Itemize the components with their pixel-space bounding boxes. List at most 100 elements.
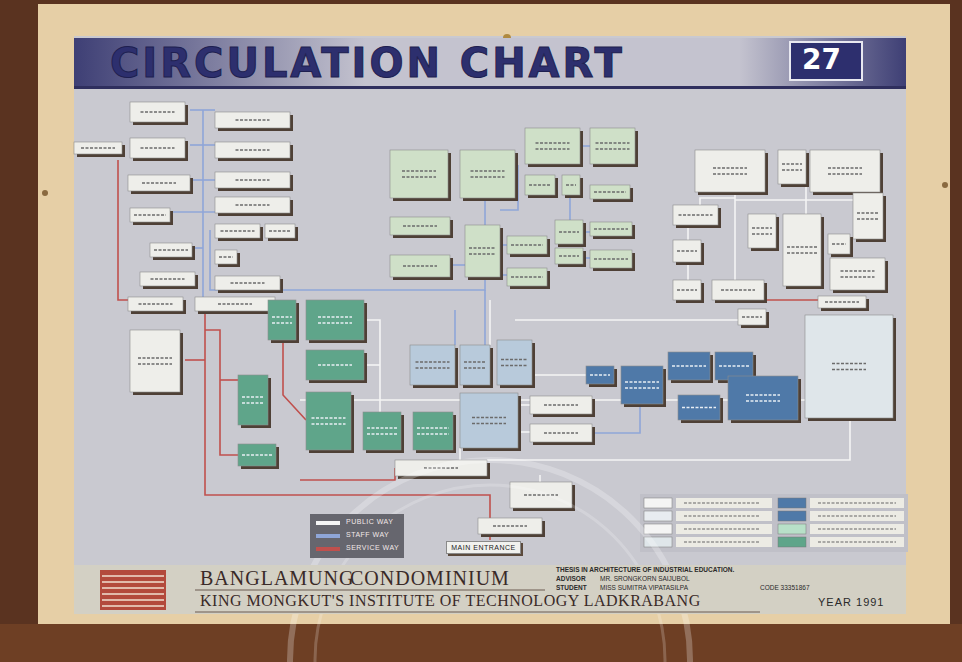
pin (942, 182, 948, 188)
circulation-line (190, 179, 215, 181)
illegible-thai-text (318, 322, 352, 323)
student-label: STUDENT (556, 584, 587, 591)
illegible-thai-text (471, 176, 505, 177)
circulation-line (805, 184, 807, 214)
illegible-thai-text (559, 231, 579, 232)
illegible-thai-text (141, 111, 175, 112)
illegible-thai-text (154, 249, 188, 250)
room-box (215, 172, 290, 188)
title-band (74, 38, 906, 88)
circulation-line (539, 475, 541, 482)
room-box (555, 248, 583, 264)
illegible-thai-text (825, 301, 859, 302)
illegible-thai-text (416, 361, 450, 362)
title-rule (74, 86, 906, 89)
illegible-thai-text (746, 394, 780, 395)
illegible-thai-text (402, 176, 436, 177)
room-box (510, 482, 572, 508)
illegible-thai-text (677, 250, 697, 251)
title-rule (195, 590, 545, 591)
illegible-thai-text (818, 528, 896, 529)
illegible-thai-text (269, 230, 291, 231)
circulation-line (454, 310, 456, 345)
illegible-thai-text (141, 147, 175, 148)
circulation-line (190, 109, 215, 111)
wood-edge (0, 624, 962, 662)
illegible-thai-text (529, 184, 551, 185)
room-box (586, 366, 614, 384)
legend-row (810, 537, 904, 547)
circulation-line (283, 340, 306, 420)
illegible-thai-text (742, 316, 762, 317)
illegible-thai-text (367, 427, 397, 428)
illegible-thai-text (472, 417, 506, 418)
legend-row (676, 524, 772, 534)
illegible-thai-text (818, 541, 896, 542)
illegible-thai-text (566, 184, 576, 185)
illegible-thai-text (272, 316, 292, 317)
illegible-thai-text (677, 289, 697, 290)
room-box (673, 240, 701, 262)
room-box (130, 330, 180, 392)
circulation-line (569, 195, 571, 220)
illegible-thai-text (242, 396, 264, 397)
legend-row (676, 498, 772, 508)
illegible-thai-text (787, 252, 817, 253)
room-box (738, 309, 766, 325)
illegible-thai-text (684, 502, 760, 503)
room-box (150, 243, 192, 257)
legend-text: PUBLIC WAY (346, 518, 393, 525)
illegible-thai-text (472, 423, 506, 424)
legend-panel (310, 514, 404, 558)
illegible-thai-text (596, 148, 630, 149)
illegible-thai-text (841, 276, 875, 277)
project-name: CONDOMINIUM (350, 567, 510, 590)
room-box (195, 297, 275, 311)
room-box (460, 150, 515, 198)
illegible-thai-text (242, 454, 272, 455)
illegible-thai-text (236, 179, 270, 180)
box-label: MAIN ENTRANCE (451, 544, 515, 551)
illegible-thai-text (782, 163, 802, 164)
illegible-thai-text (832, 363, 866, 364)
legend-table (640, 494, 908, 552)
room-box (268, 300, 296, 340)
illegible-thai-text (544, 404, 578, 405)
student-name: MISS SUMITRA VIPATASILPA (600, 584, 688, 591)
room-box (673, 280, 701, 300)
illegible-thai-text (832, 243, 846, 244)
illegible-thai-text (544, 432, 578, 433)
logo-stripe (102, 575, 164, 577)
legend-line-swatch (316, 521, 340, 525)
circulation-line (459, 448, 461, 460)
illegible-thai-text (832, 369, 866, 370)
project-name: BANGLAMUNG (200, 567, 354, 590)
page-number: 27 (802, 43, 841, 76)
legend-row (810, 524, 904, 534)
room-box (668, 352, 710, 380)
illegible-thai-text (684, 528, 760, 529)
illegible-thai-text (625, 387, 659, 388)
room-box (390, 217, 450, 235)
room-box (128, 175, 190, 191)
illegible-thai-text (139, 303, 173, 304)
legend-line-swatch (316, 534, 340, 538)
illegible-thai-text (236, 119, 270, 120)
legend-row (676, 537, 772, 547)
room-box (818, 296, 866, 308)
room-box (783, 214, 821, 286)
title-rule (195, 612, 760, 613)
legend-swatch (778, 511, 806, 521)
logo-stripe (102, 599, 164, 601)
room-box (497, 340, 532, 385)
room-box (830, 258, 885, 290)
illegible-thai-text (841, 270, 875, 271)
illegible-thai-text (782, 169, 802, 170)
illegible-thai-text (221, 230, 255, 231)
illegible-thai-text (218, 303, 252, 304)
illegible-thai-text (134, 214, 166, 215)
room-box (478, 518, 542, 534)
illegible-thai-text (746, 400, 780, 401)
circulation-line (489, 300, 491, 345)
code-number: CODE 33351867 (760, 584, 810, 591)
